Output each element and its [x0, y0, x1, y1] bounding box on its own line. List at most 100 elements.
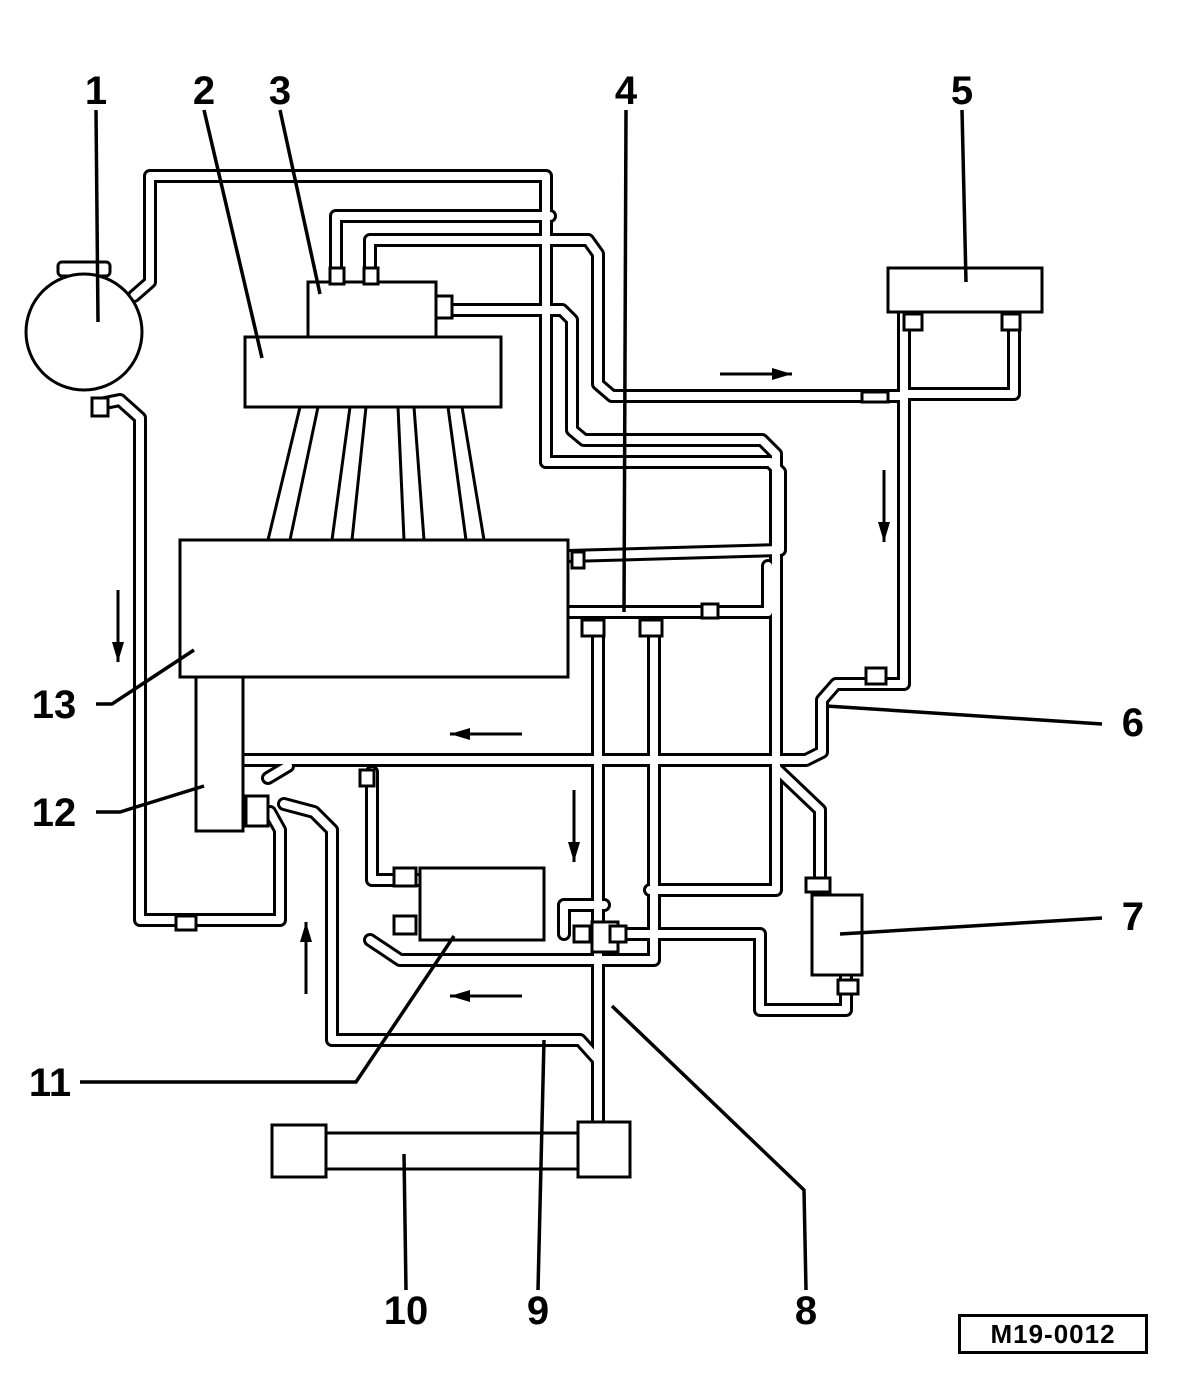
- hose-clamp-5: [580, 618, 606, 638]
- hose-clamp-8: [1000, 312, 1022, 332]
- leader-line-13: [96, 648, 195, 706]
- hose-clamp-1: [328, 266, 346, 286]
- hose-clamp-9: [864, 666, 888, 686]
- hose-clamp-13: [358, 768, 376, 788]
- hose-routing: [93, 169, 1021, 1129]
- hose-clamp-2: [362, 266, 380, 286]
- flow-arrows: [112, 368, 890, 1002]
- fan-hose-5: [396, 406, 406, 541]
- hose-inner-15: [96, 396, 284, 924]
- hose-clamp-18: [572, 924, 592, 944]
- fan-hose-2: [288, 406, 320, 541]
- callout-label-2: 2: [193, 69, 215, 113]
- component-3-box: [306, 280, 438, 342]
- component-10-bar: [324, 1131, 580, 1171]
- hose-clamp-17: [836, 978, 860, 996]
- hose-inner-14: [280, 800, 602, 1126]
- callout-label-8: 8: [795, 1289, 817, 1333]
- fan-hose-6: [412, 406, 426, 541]
- leader-line-10: [402, 1153, 408, 1291]
- callout-label-5: 5: [951, 69, 973, 113]
- callout-label-9: 9: [527, 1289, 549, 1333]
- leader-line-7: [839, 916, 1103, 936]
- fan-hose-3: [330, 406, 352, 541]
- leader-line-11: [80, 935, 456, 1084]
- hose-clamp-10: [860, 390, 890, 404]
- hose-inner-3: [366, 236, 908, 400]
- fan-hose-1: [266, 406, 302, 541]
- component-10-left-cap: [270, 1123, 328, 1179]
- hose-16: [365, 765, 427, 887]
- hose-clamp-12: [244, 794, 270, 828]
- component-13-box: [178, 538, 570, 679]
- component-7-box: [810, 893, 864, 977]
- figure-id: M19-0012: [990, 1319, 1116, 1349]
- hose-clamp-15: [392, 914, 418, 936]
- callout-label-7: 7: [1122, 895, 1144, 939]
- hose-clamp-16: [804, 876, 832, 894]
- hose-6: [561, 559, 775, 619]
- fan-hose-8: [460, 406, 486, 541]
- hose-inner-16: [368, 768, 424, 884]
- leader-line-12: [96, 784, 205, 814]
- hose-clamp-21: [700, 602, 720, 620]
- hose-inner-4: [432, 306, 780, 894]
- hose-inner-10: [904, 316, 1018, 398]
- hose-10: [901, 313, 1021, 401]
- component-2-box: [243, 335, 503, 409]
- callout-label-10: 10: [384, 1289, 429, 1333]
- hose-5: [539, 455, 787, 563]
- hose-clamp-14: [392, 866, 418, 888]
- leader-line-1: [94, 109, 100, 323]
- hose-inner-2: [332, 212, 554, 286]
- callout-label-4: 4: [615, 69, 638, 113]
- leader-line-3: [278, 109, 322, 295]
- flow-arrow-down-2: [878, 522, 890, 542]
- hose-clamp-4: [570, 550, 586, 570]
- hose-clamp-6: [638, 618, 664, 638]
- hose-inner-6: [564, 562, 772, 616]
- flow-arrow-left-7: [450, 990, 470, 1002]
- component-10-right-cap: [576, 1120, 632, 1179]
- hose-inner-17: [264, 762, 292, 782]
- hose-inner-1: [130, 172, 550, 466]
- leader-line-5: [960, 109, 968, 283]
- hose-clamp-3: [434, 294, 454, 320]
- flow-arrow-down-3: [112, 642, 124, 662]
- callout-label-12: 12: [32, 791, 77, 835]
- leader-line-2: [202, 109, 264, 359]
- component-12-box: [194, 675, 245, 833]
- expansion-tank: [24, 272, 144, 392]
- components: [24, 260, 1044, 1179]
- callout-label-3: 3: [269, 69, 291, 113]
- leader-line-9: [536, 1039, 546, 1291]
- hose-inner-13: [560, 901, 608, 938]
- figure-id-box: M19-0012: [958, 1314, 1148, 1354]
- hose-clamp-7: [902, 312, 924, 332]
- flow-arrow-right-1: [772, 368, 792, 380]
- fan-hose-4: [350, 406, 368, 541]
- component-11-box: [418, 866, 546, 942]
- hose-inner-8: [366, 624, 658, 964]
- hose-clamp-19: [608, 924, 628, 944]
- callout-leaders: [80, 109, 1103, 1291]
- hose-inner-12: [596, 930, 850, 1014]
- hose-clamp-11: [90, 396, 110, 418]
- hose-inner-9: [238, 308, 908, 764]
- flow-arrow-left-4: [450, 728, 470, 740]
- leader-line-6: [825, 704, 1103, 726]
- hose-inner-11: [774, 766, 824, 899]
- callout-label-13: 13: [32, 683, 77, 727]
- hose-clamp-20: [174, 914, 198, 932]
- hose-12: [593, 927, 853, 1017]
- callout-label-6: 6: [1122, 701, 1144, 745]
- hose-connectors: [90, 266, 1022, 996]
- component-5-box: [886, 266, 1044, 314]
- hose-inner-5: [542, 458, 784, 560]
- flow-arrow-up-6: [300, 922, 312, 942]
- fan-hose-7: [446, 406, 468, 541]
- callout-label-11: 11: [29, 1061, 71, 1105]
- callout-label-1: 1: [85, 69, 107, 113]
